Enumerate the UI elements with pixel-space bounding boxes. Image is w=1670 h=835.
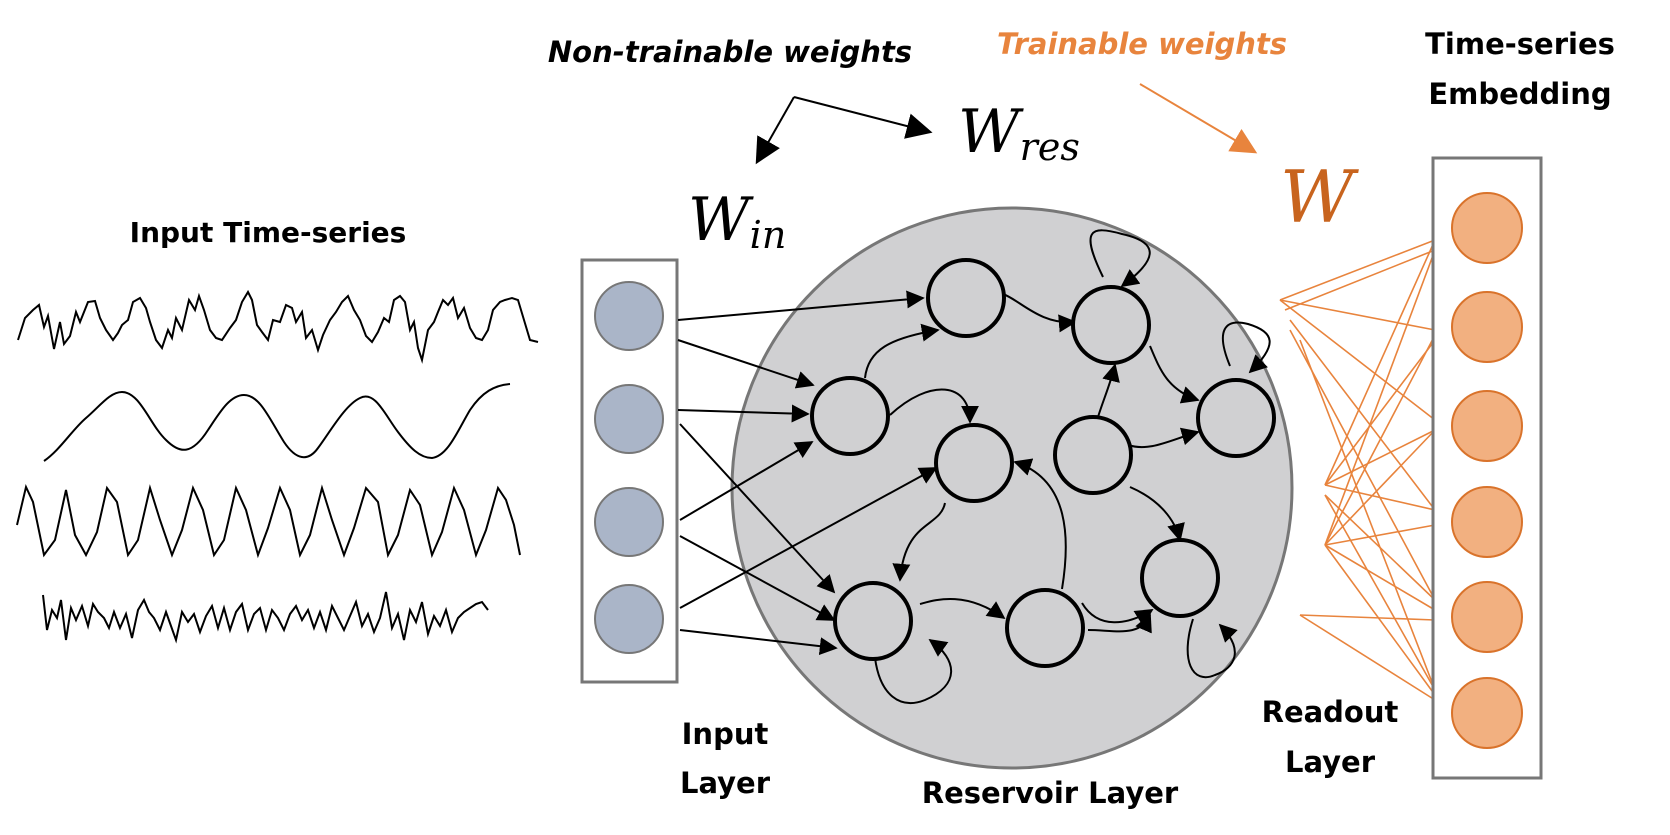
input-node-1 — [594, 281, 664, 351]
reservoir-node-8 — [833, 581, 913, 661]
input-waveforms — [16, 289, 539, 644]
non-trainable-arrow-wres — [793, 96, 933, 139]
non-trainable-label: Non-trainable weights — [548, 35, 912, 69]
output-nodes — [1451, 192, 1523, 749]
w-in-base: W — [688, 185, 754, 255]
reservoir-node-4 — [1196, 378, 1276, 458]
reservoir-node-3 — [810, 376, 890, 456]
reservoir-node-1 — [926, 258, 1006, 338]
input-series-title: Input Time-series — [130, 216, 407, 249]
embedding-label-line1: Time-series — [1425, 27, 1615, 61]
output-node-3 — [1451, 390, 1523, 462]
trainable-arrow — [1139, 83, 1258, 154]
readout-layer-label-line1: Readout — [1262, 695, 1399, 729]
reservoir-node-9 — [1005, 588, 1085, 668]
embedding-label-line2: Embedding — [1428, 77, 1611, 111]
trainable-label: Trainable weights — [997, 27, 1287, 61]
w-res-sub: res — [1020, 125, 1080, 169]
input-node-2 — [594, 384, 664, 454]
w-out-label: W — [1280, 155, 1359, 239]
reservoir-self-loops — [874, 229, 1271, 705]
w-res-base: W — [958, 97, 1024, 167]
reservoir-layer-label: Reservoir Layer — [922, 776, 1179, 810]
reservoir-node-6 — [1053, 415, 1133, 495]
output-node-4 — [1451, 486, 1523, 558]
reservoir-node-2 — [1071, 285, 1151, 365]
input-layer-label-line1: Input — [682, 717, 769, 751]
readout-edges — [1279, 239, 1436, 701]
waveform-4 — [42, 591, 489, 644]
output-node-1 — [1451, 192, 1523, 264]
w-in-sub: in — [750, 213, 787, 257]
reservoir-edges — [864, 293, 1200, 634]
input-node-3 — [594, 487, 664, 557]
output-node-2 — [1451, 291, 1523, 363]
waveform-2 — [43, 383, 511, 462]
waveform-3 — [16, 483, 521, 559]
output-node-6 — [1451, 677, 1523, 749]
input-edges — [677, 290, 938, 656]
input-layer-label-line2: Layer — [680, 766, 771, 800]
w-in-label: Win — [688, 185, 786, 257]
w-res-label: Wres — [958, 97, 1080, 169]
input-node-4 — [594, 584, 664, 654]
non-trainable-arrow-win — [755, 96, 795, 165]
reservoir-node-7 — [1140, 538, 1220, 618]
waveform-1 — [17, 289, 539, 364]
reservoir-node-5 — [934, 423, 1014, 503]
input-nodes — [594, 281, 664, 654]
readout-layer-label-line2: Layer — [1285, 745, 1376, 779]
reservoir-boundary — [730, 206, 1294, 770]
output-node-5 — [1451, 581, 1523, 653]
reservoir-nodes — [810, 258, 1276, 668]
